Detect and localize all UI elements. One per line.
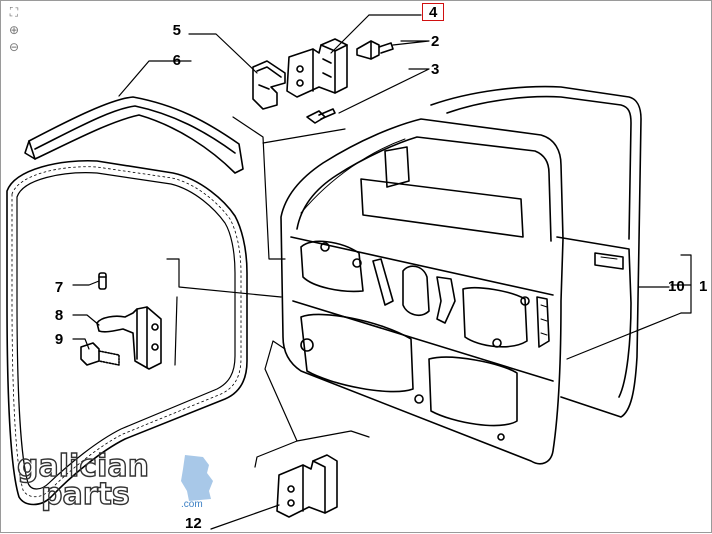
window-channel-seal-part[interactable]: [24, 96, 244, 174]
hinge-bracket-part[interactable]: [252, 60, 286, 110]
zoom-in-icon[interactable]: ⊕: [8, 23, 20, 37]
lower-hinge-part[interactable]: [276, 454, 338, 518]
callout-1[interactable]: 1: [699, 278, 707, 295]
leader-lines: [72, 14, 692, 530]
callout-5[interactable]: 5: [173, 22, 181, 39]
callout-4[interactable]: 4: [429, 4, 438, 21]
check-pin-part[interactable]: [98, 272, 107, 290]
watermark-map-icon: [181, 455, 213, 501]
hinge-bolt-part[interactable]: [356, 40, 394, 60]
watermark-line2: parts: [40, 476, 130, 512]
upper-hinge-part[interactable]: [286, 38, 348, 98]
callout-3[interactable]: 3: [431, 61, 439, 78]
callout-10[interactable]: 10: [668, 278, 685, 295]
callout-2[interactable]: 2: [431, 33, 439, 50]
callout-9[interactable]: 9: [55, 331, 63, 348]
highlighted-part-box[interactable]: [422, 3, 444, 21]
door-check-strap-part[interactable]: [96, 306, 162, 370]
zoom-out-icon[interactable]: ⊖: [8, 40, 20, 54]
hinge-screw-part[interactable]: [306, 108, 336, 124]
rear-door-outline: [430, 85, 642, 418]
callout-7[interactable]: 7: [55, 279, 63, 296]
watermark-suffix: .com: [181, 499, 203, 510]
watermark-line1: galician: [16, 448, 149, 484]
callout-8[interactable]: 8: [55, 307, 63, 324]
check-bolt-part[interactable]: [80, 342, 120, 366]
door-weatherstrip-part[interactable]: [6, 159, 248, 506]
front-door-shell[interactable]: [280, 118, 564, 465]
fit-view-icon[interactable]: ⛶: [9, 5, 19, 19]
callout-labels: 5 6 4 2 3 7 8 9 10 1 12: [55, 4, 708, 532]
callout-12[interactable]: 12: [185, 515, 202, 532]
watermark-logo: galician parts .com: [13, 447, 223, 517]
callout-6[interactable]: 6: [173, 52, 181, 69]
